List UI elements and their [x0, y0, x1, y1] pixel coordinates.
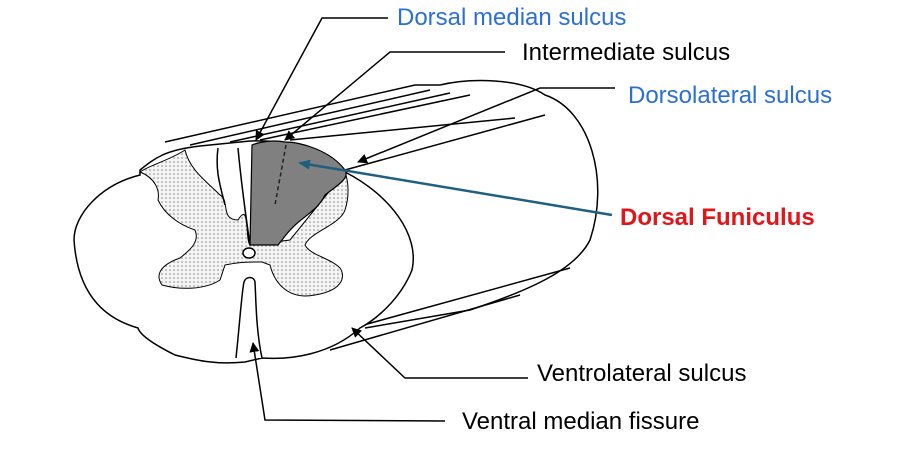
label-dorsolateral-sulcus: Dorsolateral sulcus	[628, 82, 833, 109]
dorsal-septum	[216, 147, 251, 246]
cord-cylinder-back	[364, 79, 599, 329]
cord-cylinder-top-lines	[164, 84, 571, 351]
leader-intermediate-sulcus	[284, 51, 505, 141]
label-intermediate-sulcus: Intermediate sulcus	[522, 39, 731, 66]
label-ventrolateral-sulcus: Ventrolateral sulcus	[537, 360, 747, 387]
leader-dorsal-median-sulcus	[255, 17, 388, 141]
ventral-fissure	[235, 276, 263, 359]
gray-matter	[138, 149, 349, 297]
dorsal-funiculus-arrow	[298, 159, 613, 217]
label-dorsal-median-sulcus: Dorsal median sulcus	[397, 4, 627, 31]
central-canal	[242, 247, 256, 259]
dorsolateral-line	[274, 144, 287, 206]
leader-ventral-median-fissure	[249, 342, 446, 422]
leader-ventrolateral-sulcus	[351, 327, 528, 379]
leader-dorsolateral-sulcus	[357, 87, 615, 164]
label-ventral-median-fissure: Ventral median fissure	[462, 408, 700, 435]
label-dorsal-funiculus: Dorsal Funiculus	[620, 204, 815, 231]
